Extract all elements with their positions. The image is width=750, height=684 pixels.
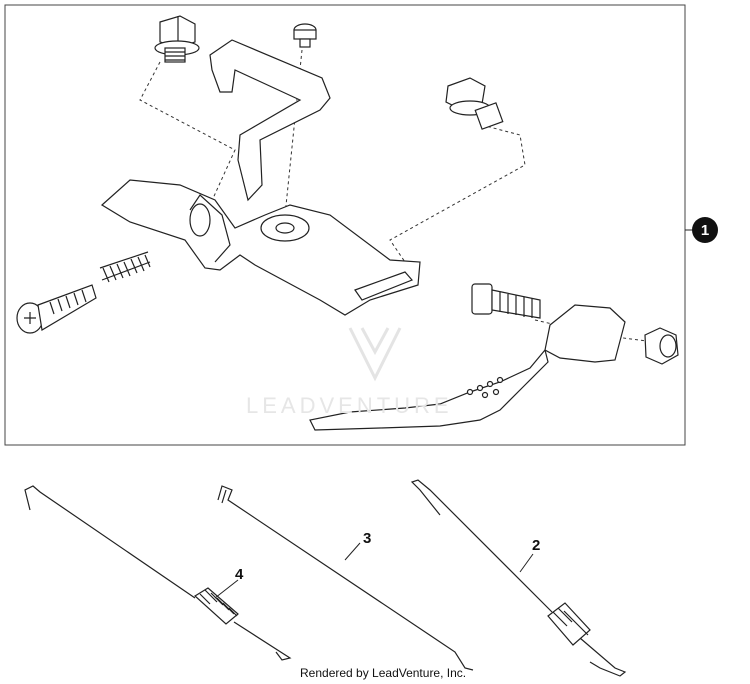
- callout-label-3: 3: [363, 530, 372, 547]
- assembly-lines: [139, 49, 656, 343]
- flange-bolt-right-icon: [445, 77, 504, 130]
- watermark-text: LEADVENTURE: [246, 393, 453, 418]
- callout-label-2: 2: [532, 537, 541, 554]
- kit-border: [4, 4, 686, 446]
- callout-leaders: [214, 542, 534, 599]
- phillips-screw-icon: [16, 284, 97, 334]
- spring-long-coil-icon: [547, 602, 591, 646]
- control-lever-icon: [309, 304, 626, 431]
- rod-part-icon: [217, 485, 474, 671]
- spring-long-part-icon: [410, 479, 627, 677]
- flange-bolt-top-icon: [154, 15, 200, 63]
- callout-label-4: 4: [235, 566, 244, 583]
- control-bracket-icon: [100, 39, 421, 316]
- watermark-logo: [348, 327, 402, 382]
- hex-nut-icon: [644, 327, 679, 365]
- pin-icon: [293, 23, 317, 48]
- spring-short-part-icon: [24, 485, 292, 661]
- kit-callout-badge: 1: [692, 217, 718, 243]
- credit-text: Rendered by LeadVenture, Inc.: [300, 666, 467, 680]
- compression-spring-icon: [99, 251, 151, 283]
- spring-short-coil-icon: [194, 587, 239, 625]
- carriage-bolt-icon: [471, 283, 541, 319]
